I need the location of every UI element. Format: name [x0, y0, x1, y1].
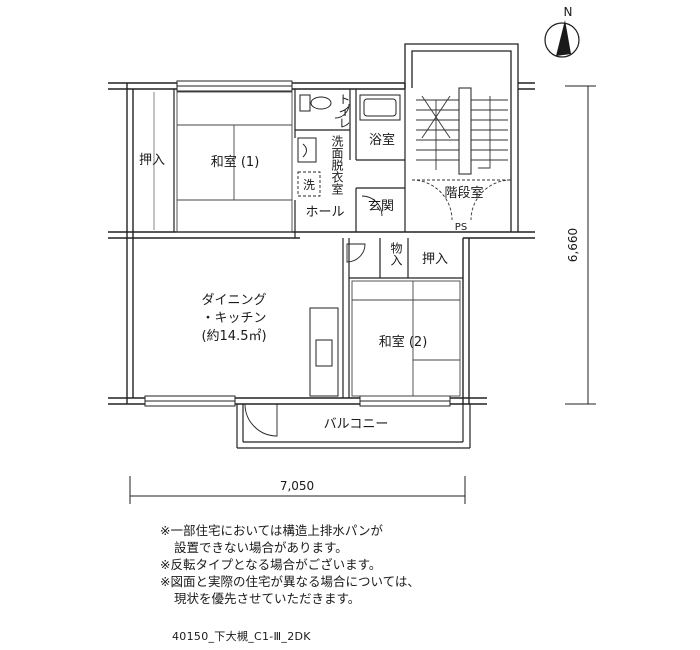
wash-basin: [297, 137, 317, 163]
width-dimension: [129, 476, 466, 504]
stair-dashed-threshold: [411, 179, 512, 221]
room-label-oshiire-1: 押入: [139, 153, 165, 168]
toilet-fixture: [299, 94, 332, 112]
tatami-room-2: [351, 280, 461, 397]
room-label-toilet: トイレ: [337, 93, 351, 129]
note-line-1: ※一部住宅においては構造上排水パンが: [160, 523, 383, 538]
height-dimension: [565, 85, 596, 405]
doors: [244, 103, 383, 437]
room-label-genkan: 玄関: [368, 199, 394, 214]
room-label-senmen: 洗面脱衣室: [330, 135, 344, 195]
room-label-washitsu-2: 和室 (2): [379, 334, 428, 350]
room-label-washitsu-1: 和室 (1): [211, 154, 260, 170]
note-line-3: ※反転タイプとなる場合がございます。: [160, 557, 382, 572]
north-compass: N: [544, 5, 580, 58]
north-windows: [176, 80, 293, 92]
room-label-dk-line3: (約14.5㎡): [201, 329, 266, 344]
balcony: [236, 404, 471, 449]
kitchen-counter: [309, 307, 339, 397]
compass-arrow-icon: [556, 20, 571, 56]
notes: ※一部住宅においては構造上排水パンが 設置できない場合があります。 ※反転タイプ…: [160, 522, 680, 607]
width-dimension-label: 7,050: [280, 479, 314, 493]
height-dimension-label: 6,660: [566, 228, 580, 262]
stairwell-walls: [404, 43, 519, 232]
note-line-4: ※図面と実際の住宅が異なる場合については、: [160, 574, 420, 589]
bathtub: [359, 94, 401, 121]
room-label-hall: ホール: [305, 205, 344, 220]
floor-plan: N: [108, 5, 596, 504]
south-windows: [144, 395, 451, 407]
room-label-ps: PS: [455, 222, 467, 233]
plan-code: 40150_下大槻_C1-Ⅲ_2DK: [172, 630, 311, 643]
room-label-balcony: バルコニー: [324, 417, 389, 432]
room-label-dk-line2: ・キッチン: [201, 311, 266, 326]
room-label-monoire: 物入: [389, 242, 403, 266]
room-label-dk-line1: ダイニング: [201, 293, 266, 308]
washing-machine-space: [297, 171, 321, 197]
interior-walls: [173, 89, 463, 398]
staircase: [416, 87, 508, 175]
room-label-bath: 浴室: [369, 132, 395, 148]
note-line-2: 設置できない場合があります。: [174, 540, 348, 555]
note-line-5: 現状を優先させていただきます。: [174, 591, 361, 606]
room-label-kaidan: 階段室: [444, 185, 483, 201]
compass-label: N: [564, 5, 573, 19]
room-label-sen: 洗: [303, 178, 315, 192]
room-label-oshiire-2: 押入: [422, 252, 448, 267]
tatami-room-1: [176, 91, 293, 233]
